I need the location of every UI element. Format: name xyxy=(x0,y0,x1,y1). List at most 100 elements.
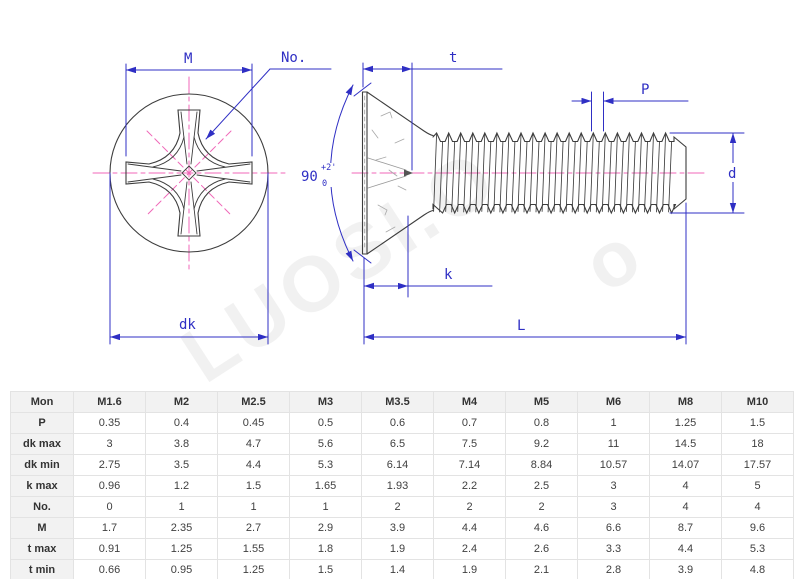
value-cell: 0.6 xyxy=(361,412,434,434)
row-label: t max xyxy=(10,538,74,560)
column-header: M3 xyxy=(289,391,362,413)
value-cell: 5 xyxy=(721,475,794,497)
value-cell: 1.65 xyxy=(289,475,362,497)
label-k: k xyxy=(444,267,453,283)
value-cell: 14.5 xyxy=(649,433,722,455)
dimension-dk xyxy=(109,172,269,345)
value-cell: 1.4 xyxy=(361,559,434,579)
value-cell: 10.57 xyxy=(577,454,650,476)
value-cell: 9.2 xyxy=(505,433,578,455)
phillips-recess-inner-arcs xyxy=(152,136,226,210)
value-cell: 4 xyxy=(649,496,722,518)
recess-diagonal-2 xyxy=(146,130,232,216)
value-cell: 1.8 xyxy=(289,538,362,560)
value-cell: 1.5 xyxy=(217,475,290,497)
value-cell: 1.55 xyxy=(217,538,290,560)
label-angle-lower-tolerance: 0 xyxy=(322,179,327,189)
label-dk: dk xyxy=(179,317,196,333)
value-cell: 0.66 xyxy=(73,559,146,579)
value-cell: 7.14 xyxy=(433,454,506,476)
value-cell: 3 xyxy=(577,496,650,518)
row-label: dk max xyxy=(10,433,74,455)
value-cell: 1 xyxy=(289,496,362,518)
value-cell: 0.95 xyxy=(145,559,218,579)
value-cell: 1.5 xyxy=(289,559,362,579)
dimension-k xyxy=(363,215,493,345)
value-cell: 3.8 xyxy=(145,433,218,455)
watermark: LUOSI.O o xyxy=(166,132,659,385)
label-No: No. xyxy=(281,50,306,66)
value-cell: 5.3 xyxy=(289,454,362,476)
value-cell: 0.7 xyxy=(433,412,506,434)
thread-top-profile xyxy=(432,131,687,210)
column-header: M3.5 xyxy=(361,391,434,413)
value-cell: 1.25 xyxy=(145,538,218,560)
watermark-fragment: o xyxy=(567,207,659,309)
value-cell: 1 xyxy=(217,496,290,518)
screw-head-profile xyxy=(361,91,434,255)
label-angle-upper-tolerance: +2' xyxy=(321,163,336,173)
value-cell: 4.4 xyxy=(433,517,506,539)
value-cell: 5.6 xyxy=(289,433,362,455)
label-d-background xyxy=(724,163,742,182)
technical-drawing: LUOSI.O o xyxy=(92,50,745,385)
value-cell: 1.25 xyxy=(217,559,290,579)
value-cell: 4.7 xyxy=(217,433,290,455)
value-cell: 17.57 xyxy=(721,454,794,476)
column-header: Mon xyxy=(10,391,74,413)
value-cell: 2.35 xyxy=(145,517,218,539)
column-header: M5 xyxy=(505,391,578,413)
value-cell: 7.5 xyxy=(433,433,506,455)
column-header: M2 xyxy=(145,391,218,413)
label-L: L xyxy=(517,318,525,334)
column-header: M2.5 xyxy=(217,391,290,413)
value-cell: 3.9 xyxy=(649,559,722,579)
value-cell: 0.45 xyxy=(217,412,290,434)
value-cell: 2.7 xyxy=(217,517,290,539)
row-label: M xyxy=(10,517,74,539)
thread xyxy=(432,131,687,215)
row-label: dk min xyxy=(10,454,74,476)
value-cell: 4.8 xyxy=(721,559,794,579)
column-header: M1.6 xyxy=(73,391,146,413)
label-t: t xyxy=(449,50,457,66)
value-cell: 2.75 xyxy=(73,454,146,476)
value-cell: 4 xyxy=(721,496,794,518)
label-angle: 90 xyxy=(301,169,318,185)
side-view: t P d 90 xyxy=(298,50,745,345)
value-cell: 1 xyxy=(145,496,218,518)
value-cell: 2 xyxy=(433,496,506,518)
column-header: M8 xyxy=(649,391,722,413)
value-cell: 3.5 xyxy=(145,454,218,476)
value-cell: 1.7 xyxy=(73,517,146,539)
value-cell: 6.6 xyxy=(577,517,650,539)
value-cell: 2.2 xyxy=(433,475,506,497)
label-angle-background xyxy=(298,163,341,187)
value-cell: 3.3 xyxy=(577,538,650,560)
row-label: P xyxy=(10,412,74,434)
head-interior-strokes xyxy=(371,111,407,233)
dimension-L xyxy=(363,202,687,345)
leader-No xyxy=(205,68,332,140)
label-M: M xyxy=(184,51,192,67)
value-cell: 2.1 xyxy=(505,559,578,579)
phillips-recess-center-diamond xyxy=(181,165,197,181)
recess-cone-profile xyxy=(367,157,413,189)
value-cell: 0.35 xyxy=(73,412,146,434)
value-cell: 8.7 xyxy=(649,517,722,539)
dimension-M xyxy=(125,63,253,157)
value-cell: 6.5 xyxy=(361,433,434,455)
value-cell: 0.91 xyxy=(73,538,146,560)
value-cell: 0.96 xyxy=(73,475,146,497)
row-label: t min xyxy=(10,559,74,579)
label-P: P xyxy=(641,82,649,98)
